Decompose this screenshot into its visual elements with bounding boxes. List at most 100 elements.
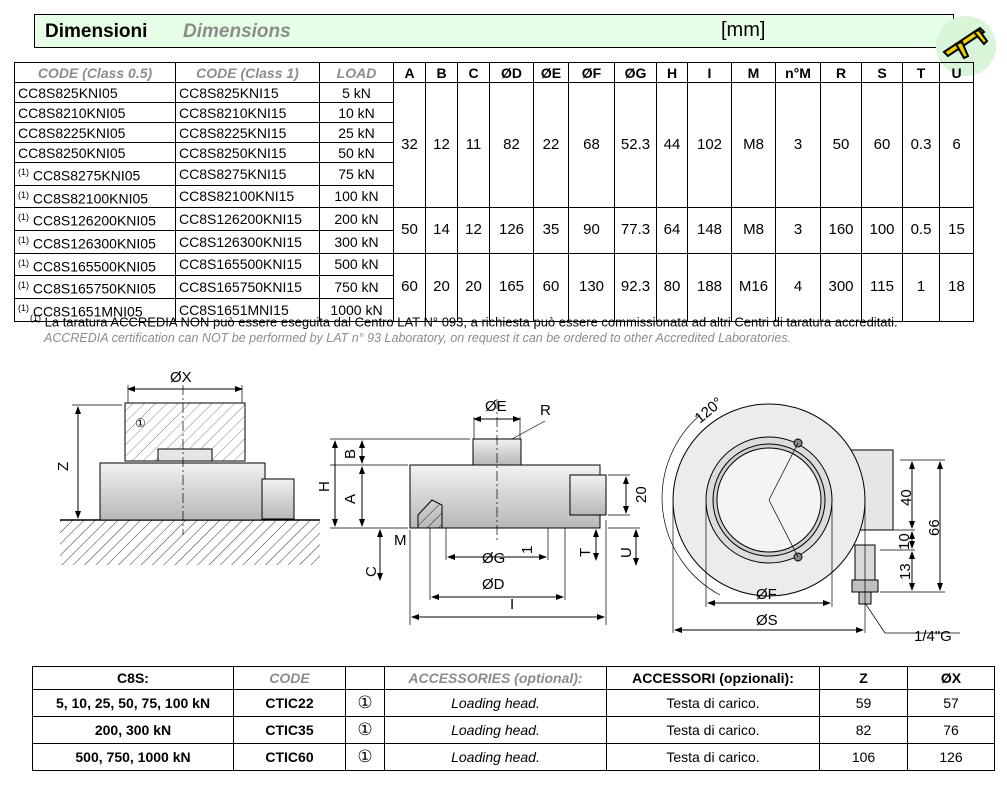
dimension-value-cell: 50 [393,207,426,254]
dimension-value-cell: 165 [489,252,534,322]
dimensions-table: CODE (Class 0.5) CODE (Class 1) LOAD A B… [14,62,974,322]
footnote-italian-text: La taratura ACCREDIA NON può essere eseg… [44,314,898,330]
label-og: ØG [482,550,505,567]
side-view-loading-head: ØX Z ① [55,369,320,565]
col-header: T [902,62,940,83]
dimension-value-cell: 44 [656,81,688,209]
label-od: ØD [482,576,505,593]
title-english: Dimensions [183,21,291,42]
acc-ox: 57 [907,689,995,717]
acc-code: CTIC35 [233,716,346,744]
dimension-value-cell: 126 [489,207,534,254]
code-class05-cell: (1) CC8S1651MNI05 [14,297,176,322]
acc-code: CTIC60 [233,743,346,771]
code-class1-cell: CC8S126200KNI15 [175,207,320,231]
footnote-marker: (1) [18,212,29,223]
code-class05-cell: CC8S825KNI05 [14,82,176,103]
load-cell: 75 kN [319,162,394,186]
label-i: I [510,596,514,613]
footnote-marker: (1) [30,313,41,323]
top-view: 120° 40 66 10 13 ØF ØS 1/4"G [661,394,960,645]
label-40: 40 [898,489,915,506]
acc-desc-it: Testa di carico. [606,689,820,717]
dimension-value-cell: 82 [489,81,534,209]
footnote-marker: (1) [18,234,29,245]
dimension-value-cell: 80 [656,252,688,322]
code-class05-text: CC8S8275KNI05 [32,167,141,184]
dimension-value-cell: 4 [775,252,821,322]
col-header: CODE (Class 1) [175,62,320,83]
col-header: ØD [489,62,534,83]
code-class05-text: CC8S126300KNI05 [32,235,156,252]
dimension-value-cell: 115 [861,252,903,322]
acc-range: 200, 300 kN [32,716,234,744]
dimension-value-cell: M8 [731,207,776,254]
dimension-value-cell: 20 [425,252,458,322]
label-thread: 1/4"G [914,628,952,645]
dimension-value-cell: 77.3 [614,207,657,254]
circled-1-symbol: ① [345,743,385,771]
code-class1-cell: CC8S8210KNI15 [175,102,320,123]
col-header: B [425,62,458,83]
label-a: A [342,494,359,504]
acc-z: 82 [819,716,908,744]
acc-z: 106 [819,743,908,771]
code-class1-cell: CC8S8225KNI15 [175,122,320,143]
load-cell: 5 kN [319,82,394,103]
dimension-value-cell: 52.3 [614,81,657,209]
label-os: ØS [756,612,778,629]
col-header: U [939,62,974,83]
acc-header-c8s: C8S: [32,666,234,690]
code-class1-cell: CC8S165750KNI15 [175,275,320,299]
code-class05-cell: CC8S8225KNI05 [14,122,176,143]
code-class05-text: CC8S8210KNI05 [18,104,126,121]
dimension-value-cell: 15 [939,207,974,254]
code-class1-cell: CC8S165500KNI15 [175,252,320,277]
acc-code: CTIC22 [233,689,346,717]
col-header: ØE [533,62,569,83]
load-cell: 500 kN [319,252,394,277]
label-20: 20 [633,486,650,503]
dimension-value-cell: 102 [687,81,732,209]
col-header: A [393,62,426,83]
footnote-italian: (1) La taratura ACCREDIA NON può essere … [30,313,898,329]
label-z: Z [55,462,72,471]
col-header: LOAD [319,62,394,83]
dimension-value-cell: 60 [861,81,903,209]
col-header: R [820,62,862,83]
dimension-value-cell: 3 [775,207,821,254]
code-class05-cell: CC8S8210KNI05 [14,102,176,123]
dimension-value-cell: 68 [568,81,615,209]
code-class1-cell: CC8S8250KNI15 [175,142,320,163]
col-header: H [656,62,688,83]
technical-drawing: ØX Z ① ØE R B H A 20 U T M [55,369,960,645]
dimension-value-cell: 100 [861,207,903,254]
acc-header-en: ACCESSORIES (optional): [384,666,607,690]
dimension-value-cell: 0.5 [902,207,940,254]
acc-range: 5, 10, 25, 50, 75, 100 kN [32,689,234,717]
code-class05-cell: (1) CC8S8275KNI05 [14,162,176,186]
code-class05-text: CC8S8250KNI05 [18,144,126,161]
code-class1-cell: CC8S82100KNI15 [175,184,320,209]
dimension-value-cell: 60 [533,252,569,322]
dimension-value-cell: 11 [457,81,490,209]
accessories-header-row: C8S: CODE ACCESSORIES (optional): ACCESS… [32,666,995,690]
acc-header-ox: ØX [907,666,995,690]
circled-1-symbol: ① [345,716,385,744]
footnote-english: ACCREDIA certification can NOT be perfor… [44,331,792,345]
acc-desc-it: Testa di carico. [606,716,820,744]
dimension-value-cell: 14 [425,207,458,254]
dimension-value-cell: 188 [687,252,732,322]
acc-header-blank [345,666,385,690]
load-cell: 750 kN [319,275,394,299]
dimension-value-cell: 3 [775,81,821,209]
dimension-value-cell: 130 [568,252,615,322]
load-cell: 25 kN [319,122,394,143]
